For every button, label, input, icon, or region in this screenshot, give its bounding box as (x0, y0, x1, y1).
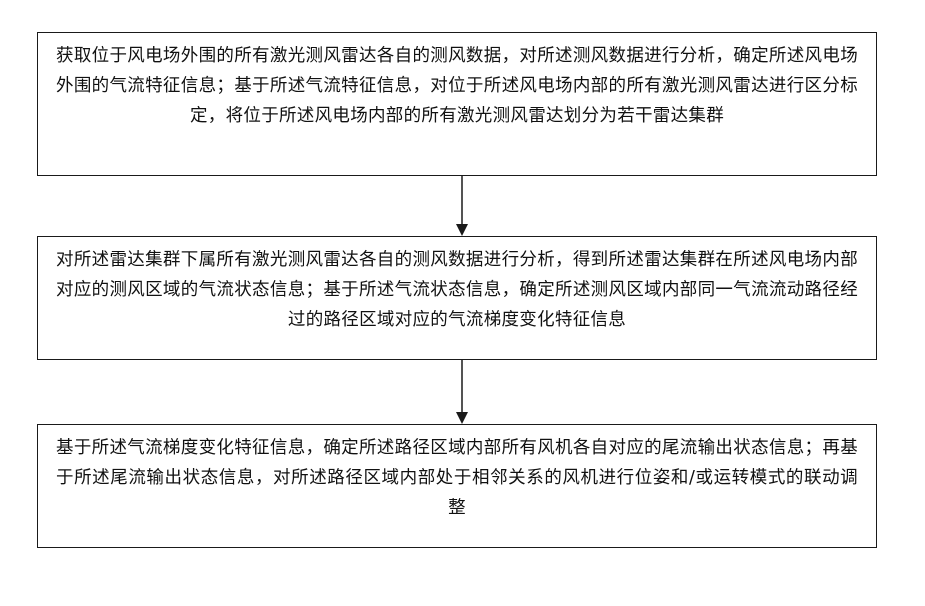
flow-arrow-2 (455, 360, 469, 424)
flow-step-2-text: 对所述雷达集群下属所有激光测风雷达各自的测风数据进行分析，得到所述雷达集群在所述… (56, 250, 858, 330)
flow-step-1-text: 获取位于风电场外围的所有激光测风雷达各自的测风数据，对所述测风数据进行分析，确定… (56, 46, 858, 126)
flow-arrow-1 (455, 176, 469, 236)
flow-step-3-text: 基于所述气流梯度变化特征信息，确定所述路径区域内部所有风机各自对应的尾流输出状态… (56, 438, 858, 518)
flow-step-1: 获取位于风电场外围的所有激光测风雷达各自的测风数据，对所述测风数据进行分析，确定… (37, 32, 877, 176)
flow-step-3: 基于所述气流梯度变化特征信息，确定所述路径区域内部所有风机各自对应的尾流输出状态… (37, 424, 877, 548)
flow-step-2: 对所述雷达集群下属所有激光测风雷达各自的测风数据进行分析，得到所述雷达集群在所述… (37, 236, 877, 360)
